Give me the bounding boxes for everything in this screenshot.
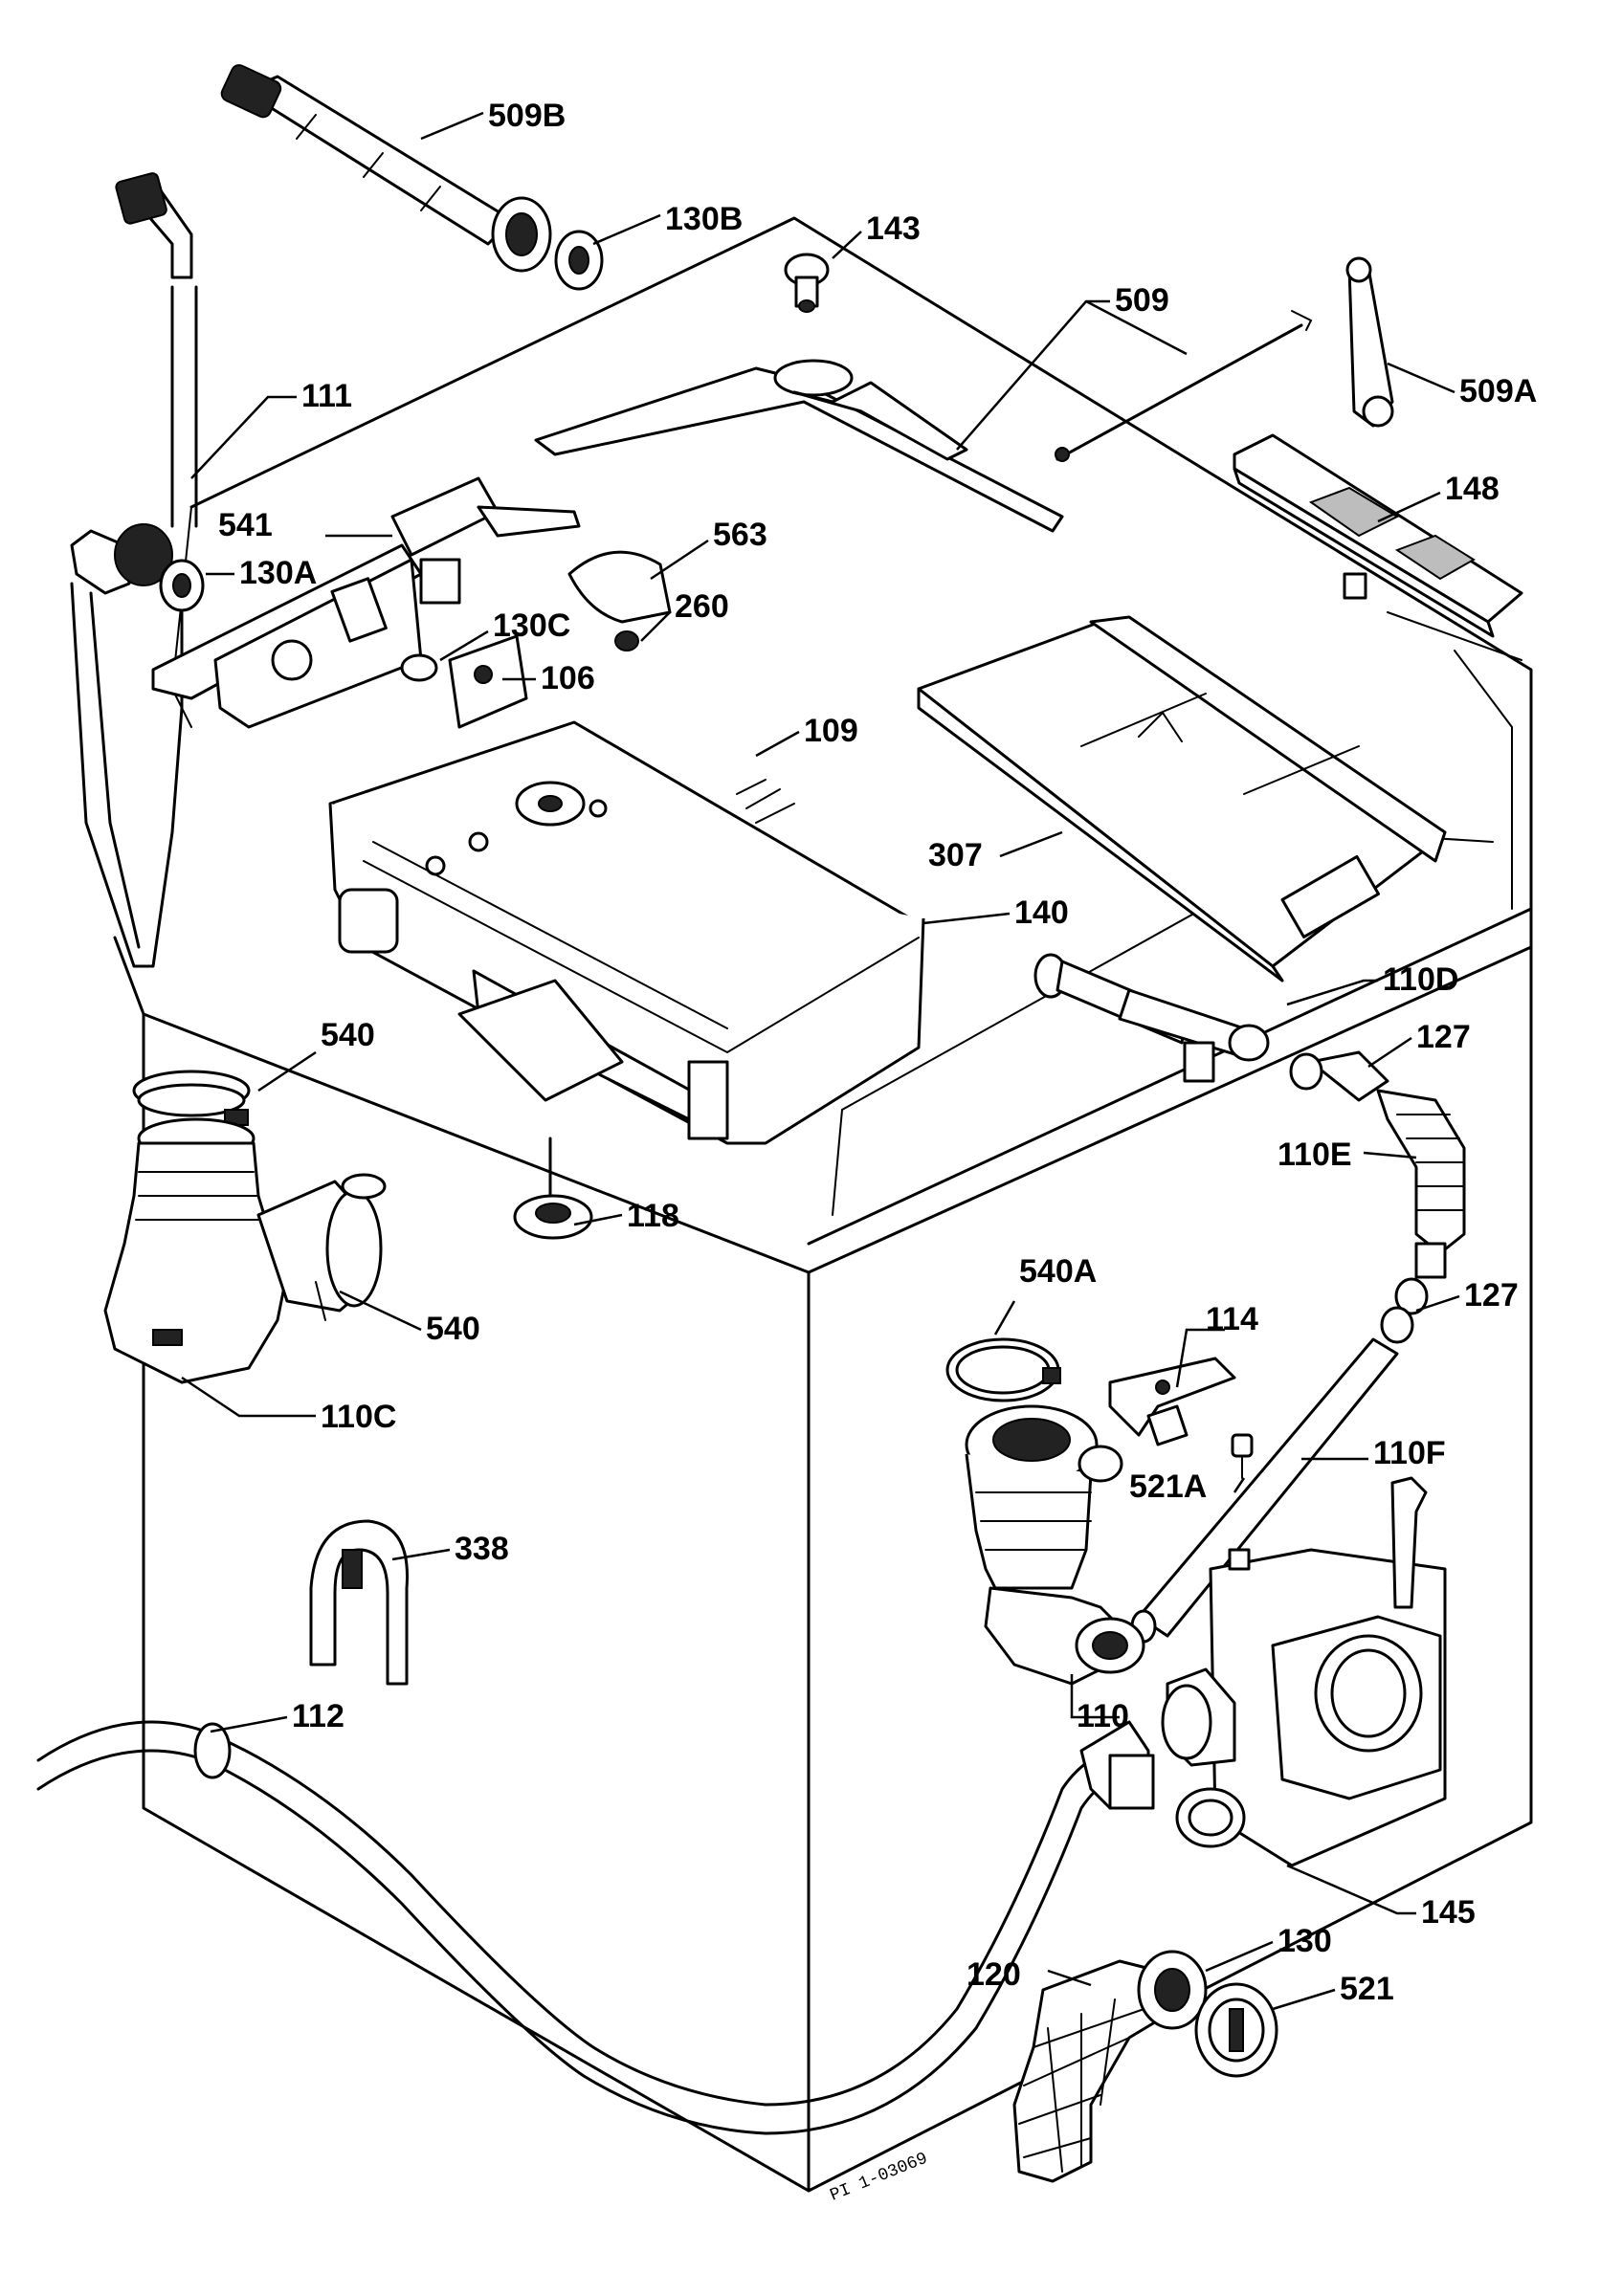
seal-130b xyxy=(554,230,604,291)
bellows-110c xyxy=(103,1117,383,1384)
label-509: 509 xyxy=(1115,282,1169,319)
label-540-side: 540 xyxy=(426,1311,480,1347)
label-130b: 130B xyxy=(665,201,743,237)
detergent-drawer-307 xyxy=(917,615,1447,982)
valve-143 xyxy=(784,253,830,313)
label-112: 112 xyxy=(292,1698,344,1734)
label-143: 143 xyxy=(866,210,921,247)
label-118: 118 xyxy=(627,1198,679,1234)
label-148: 148 xyxy=(1445,471,1500,507)
bracket-106 xyxy=(448,634,528,729)
label-130: 130 xyxy=(1278,1923,1332,1959)
u-clip-338 xyxy=(309,1519,409,1686)
label-563: 563 xyxy=(713,517,767,553)
seal-130a xyxy=(159,559,205,612)
lever-509a xyxy=(1345,256,1394,428)
cap-521 xyxy=(1194,1982,1278,2078)
label-110c: 110C xyxy=(321,1399,396,1435)
rod-509-top xyxy=(1055,310,1313,462)
clamp-540-top xyxy=(132,1070,251,1126)
label-110d: 110D xyxy=(1383,961,1458,998)
label-109: 109 xyxy=(804,713,858,749)
reference-code: PI 1-03069 xyxy=(828,2150,931,2206)
label-110e: 110E xyxy=(1278,1137,1352,1173)
label-111: 111 xyxy=(301,378,352,414)
bracket-114 xyxy=(1108,1357,1236,1446)
plug-521a xyxy=(1231,1433,1254,1479)
inlet-pipe-509b xyxy=(220,64,552,273)
label-130a: 130A xyxy=(239,555,317,591)
dispenser-housing-109 xyxy=(328,720,925,1145)
label-130c: 130C xyxy=(493,607,570,644)
label-145: 145 xyxy=(1421,1894,1476,1931)
lid-563 xyxy=(567,550,672,624)
pump-housing-145 xyxy=(1161,1476,1447,1867)
clamp-540a xyxy=(945,1337,1061,1402)
seal-130c xyxy=(400,653,438,682)
label-540-top: 540 xyxy=(321,1017,375,1053)
label-540a: 540A xyxy=(1019,1253,1097,1290)
drain-hose-112 xyxy=(36,1720,1155,2135)
label-260: 260 xyxy=(675,588,729,625)
drawer-handle-148 xyxy=(1233,433,1523,638)
label-127-lower: 127 xyxy=(1464,1277,1519,1314)
spring-260 xyxy=(614,630,639,651)
label-509b: 509B xyxy=(488,98,566,134)
label-509a: 509A xyxy=(1459,373,1537,409)
hose-fitting-140 xyxy=(1033,953,1270,1083)
connector-127-lower xyxy=(1380,1277,1429,1344)
leader-lines xyxy=(181,111,1460,2011)
bellows-110 xyxy=(965,1404,1145,1686)
label-521a: 521A xyxy=(1129,1468,1207,1505)
hose-110e xyxy=(1289,1050,1466,1279)
label-110: 110 xyxy=(1077,1698,1129,1734)
label-338: 338 xyxy=(455,1531,509,1567)
label-110f: 110F xyxy=(1373,1435,1446,1471)
clamp-540-side xyxy=(315,1173,387,1321)
valve-bracket-541 xyxy=(151,476,581,729)
label-127-upper: 127 xyxy=(1416,1019,1471,1055)
lever-509 xyxy=(534,359,1064,533)
label-307: 307 xyxy=(928,837,983,873)
label-541: 541 xyxy=(218,507,273,543)
inlet-hose-111 xyxy=(70,172,198,968)
label-120: 120 xyxy=(967,1956,1021,1993)
label-140: 140 xyxy=(1014,894,1069,931)
label-106: 106 xyxy=(541,660,595,696)
seal-130 xyxy=(1137,1950,1208,2030)
label-521: 521 xyxy=(1340,1971,1394,2007)
gear-118 xyxy=(513,1137,593,1240)
label-114: 114 xyxy=(1206,1301,1258,1337)
